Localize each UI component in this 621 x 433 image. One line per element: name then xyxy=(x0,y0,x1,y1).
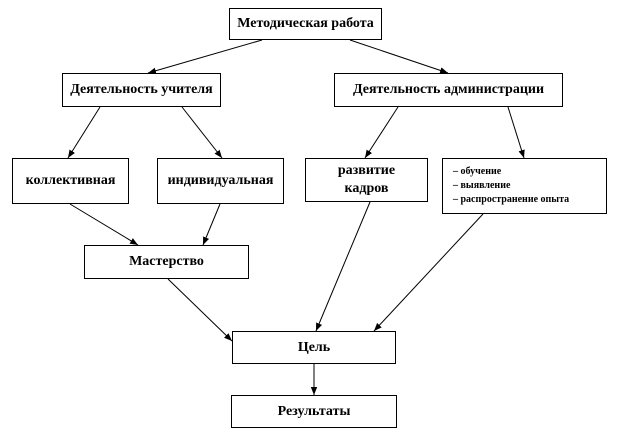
node-staff-development-line1: развитие xyxy=(337,163,396,178)
node-mastery-label: Мастерство xyxy=(129,254,204,269)
node-goal-label: Цель xyxy=(297,339,331,355)
node-teacher-activity: Деятельность учителя xyxy=(62,73,221,107)
node-methodical-work: Методическая работа xyxy=(229,8,382,40)
node-results-label: Результаты xyxy=(277,403,351,419)
arrow-root-to-teacher xyxy=(147,39,263,74)
node-staff-development-line2: кадров xyxy=(344,181,389,196)
arrow-list-to-goal xyxy=(373,213,484,332)
arrow-teacher-to-collective xyxy=(67,106,101,159)
node-collective: коллективная xyxy=(12,158,129,204)
arrow-admin-to-list xyxy=(507,106,525,159)
arrow-individual-to-mastery xyxy=(202,203,221,246)
list-item-experience-sharing: распространение опыта xyxy=(453,193,570,207)
arrow-development-to-goal xyxy=(315,201,371,332)
node-individual-label: индивидуальная xyxy=(167,173,274,188)
node-goal: Цель xyxy=(232,331,396,364)
list-item-training: обучение xyxy=(453,165,502,179)
arrow-teacher-to-individual xyxy=(181,106,223,159)
node-mastery: Мастерство xyxy=(84,245,249,279)
arrow-root-to-admin xyxy=(349,39,449,74)
list-item-identification: выявление xyxy=(453,179,511,193)
arrow-admin-to-development xyxy=(364,106,399,159)
node-administration-activity: Деятельность администрации xyxy=(334,73,563,107)
node-results: Результаты xyxy=(231,395,397,428)
node-administration-activity-label: Деятельность администрации xyxy=(352,82,545,97)
arrow-mastery-to-goal xyxy=(167,278,233,342)
node-methodical-work-label: Методическая работа xyxy=(237,16,374,31)
node-teacher-activity-label: Деятельность учителя xyxy=(70,82,213,97)
node-staff-development: развитие кадров xyxy=(305,158,428,202)
node-collective-label: коллективная xyxy=(25,173,116,188)
arrow-collective-to-mastery xyxy=(69,203,139,246)
node-admin-tasks-list: обучение выявление распространение опыта xyxy=(442,158,607,214)
node-individual: индивидуальная xyxy=(157,158,284,204)
